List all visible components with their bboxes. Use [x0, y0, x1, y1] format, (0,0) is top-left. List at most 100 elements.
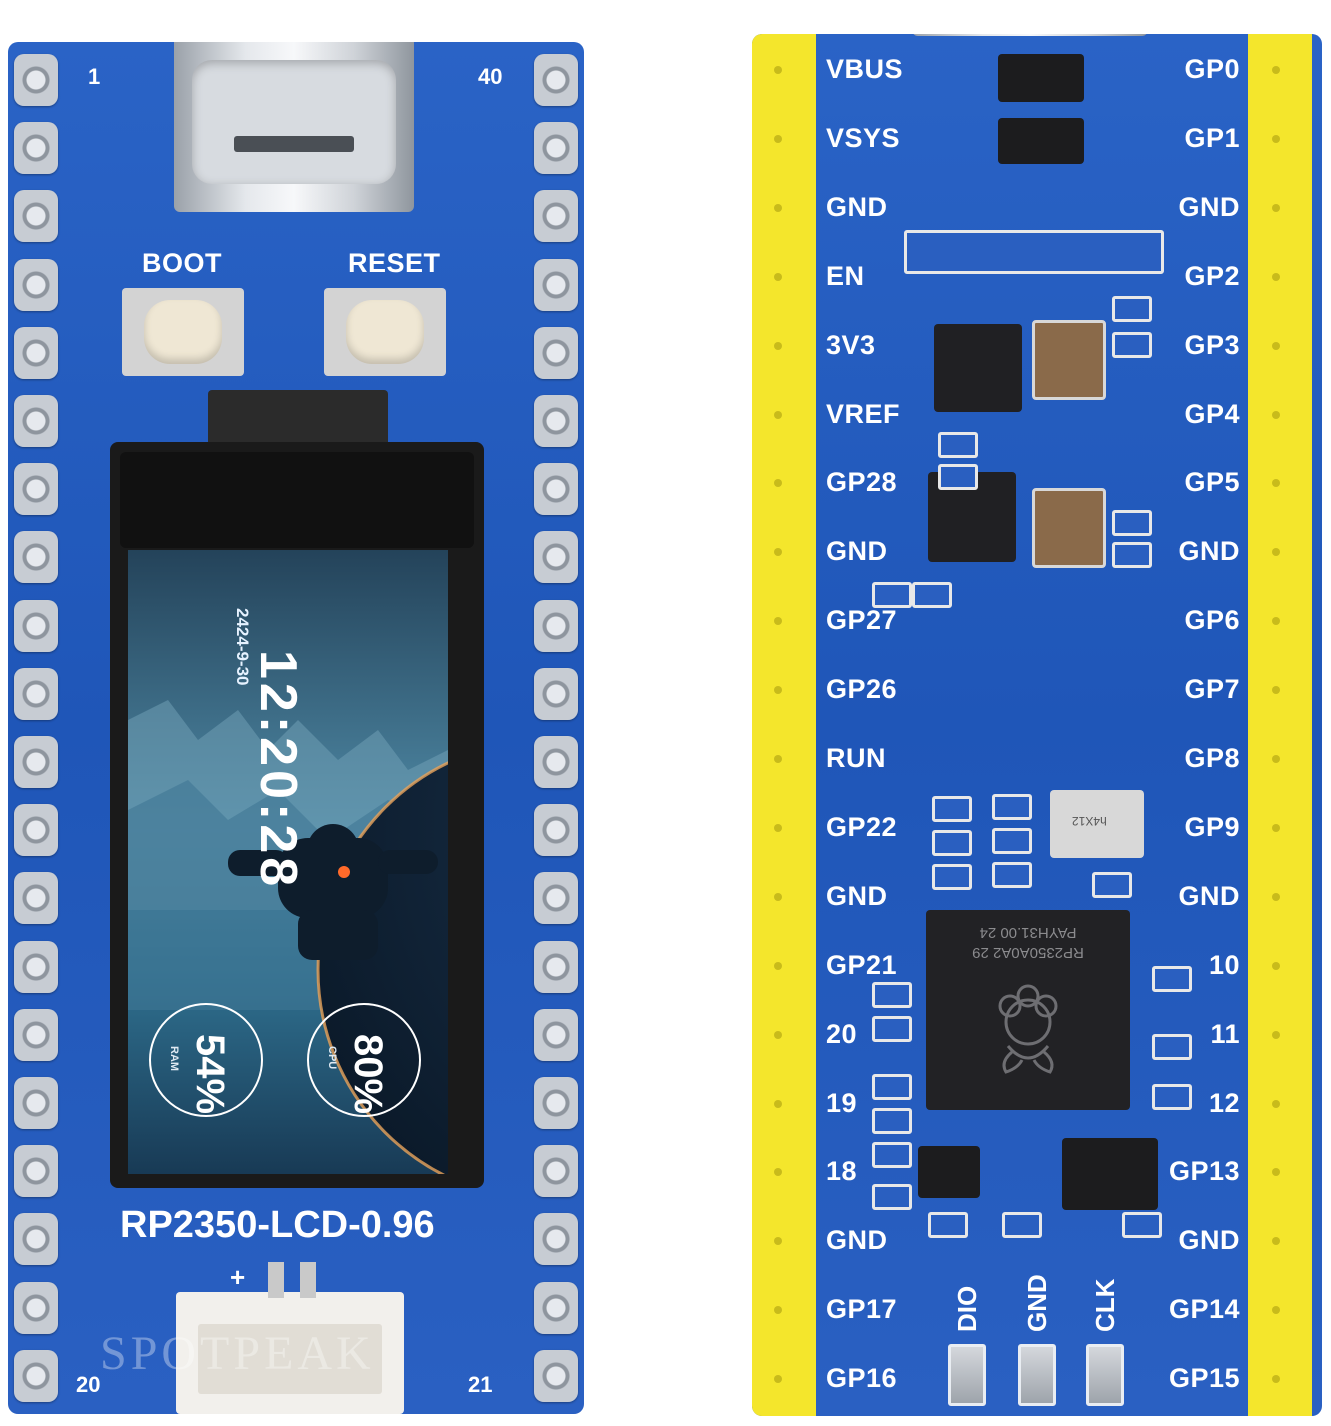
- header-pin: [1272, 272, 1280, 281]
- header-pin: [1272, 203, 1280, 212]
- pin-label-left: GP28: [826, 467, 898, 498]
- boot-button-label: BOOT: [142, 248, 222, 278]
- header-pin: [1272, 66, 1280, 74]
- castellated-pad: [534, 872, 578, 925]
- smd-component: [938, 464, 978, 490]
- header-pin: [774, 755, 782, 763]
- pin-label-right: GND: [1178, 1225, 1240, 1256]
- pin-label-left: GP16: [826, 1363, 898, 1394]
- header-pin: [1272, 892, 1280, 901]
- header-pin: [774, 548, 782, 557]
- lcd-screen: 12:20:28 2424-9-30 54% RAM 80% CPU: [128, 550, 448, 1174]
- raspberry-pi-logo: [998, 984, 1058, 1074]
- pin-label-left: GP22: [826, 811, 898, 842]
- pin-label-right: GP1: [1184, 122, 1240, 153]
- smd-component: [1152, 1084, 1192, 1110]
- smd-component: [1092, 872, 1132, 898]
- castellated-pad: [534, 1281, 578, 1334]
- pin-label-left: GND: [826, 1225, 888, 1256]
- header-pin: [774, 272, 782, 281]
- debug-pad-clk: [1086, 1344, 1124, 1406]
- pin-label-left: RUN: [826, 743, 886, 773]
- pin-label-right: GND: [1178, 191, 1240, 222]
- castellated-pad: [14, 190, 58, 243]
- castellated-pad: [534, 599, 578, 652]
- pin-label-right: GP7: [1184, 674, 1240, 705]
- usb-c-connector-back: [912, 34, 1148, 36]
- ram-percent: 54%: [188, 1034, 232, 1115]
- header-pin: [774, 203, 782, 212]
- smd-component: [1112, 542, 1152, 568]
- header-pin: [1272, 1030, 1280, 1039]
- castellated-pad: [534, 667, 578, 720]
- pin-label-right: GP6: [1184, 605, 1240, 636]
- castellated-pad: [14, 258, 58, 311]
- cpu-percent: 80%: [346, 1034, 390, 1115]
- header-pin: [1272, 410, 1280, 419]
- castellated-pad: [14, 667, 58, 720]
- castellated-pad: [14, 122, 58, 175]
- header-pin: [774, 1237, 782, 1246]
- castellated-pad: [534, 395, 578, 447]
- castellated-pad: [534, 122, 578, 175]
- header-pin: [774, 1306, 782, 1315]
- header-pin: [1272, 686, 1280, 695]
- castellated-pad: [14, 531, 58, 584]
- reset-button-label: RESET: [348, 248, 441, 278]
- rp2350-mcu-chip: RP2350A0A2 29 PAYH31.00 24: [926, 910, 1130, 1110]
- header-pin: [1272, 755, 1280, 763]
- header-pin: [774, 1099, 782, 1108]
- castellated-pad: [14, 463, 58, 516]
- castellated-pad: [14, 1077, 58, 1129]
- castellated-pad: [534, 54, 578, 106]
- smd-component: [1112, 296, 1152, 322]
- smd-component: [932, 796, 972, 822]
- castellated-pad: [534, 1008, 578, 1061]
- castellated-pad: [534, 463, 578, 516]
- castellated-pad: [534, 1213, 578, 1266]
- castellated-pad: [534, 804, 578, 857]
- pin-label-left: 20: [826, 1018, 858, 1049]
- smd-component: [872, 1142, 912, 1168]
- header-pin: [774, 1375, 782, 1384]
- pin-label-left: GP21: [826, 949, 898, 980]
- flash-chip: [1062, 1138, 1158, 1210]
- header-pin: [774, 961, 782, 970]
- debug-pad-dio: [948, 1344, 986, 1406]
- castellated-pad: [14, 1349, 58, 1402]
- pin-label-left: 19: [826, 1087, 858, 1118]
- castellated-pad: [14, 1281, 58, 1334]
- header-pin: [1272, 1237, 1280, 1246]
- castellated-pad: [14, 599, 58, 652]
- boot-button[interactable]: [122, 288, 244, 376]
- castellated-pad: [14, 1008, 58, 1061]
- crystal-marking: h4X12: [1072, 814, 1107, 828]
- header-pin: [774, 479, 782, 488]
- screen-wallpaper: [128, 550, 448, 1174]
- header-pin: [774, 1168, 782, 1177]
- castellated-pad: [534, 190, 578, 243]
- pin-label-left: GND: [826, 880, 888, 911]
- power-ic-1: [934, 324, 1022, 412]
- cpu-label: CPU: [326, 1046, 338, 1070]
- pin-label-left: GP26: [826, 674, 898, 705]
- reset-button[interactable]: [324, 288, 446, 376]
- debug-pad-label: DIO: [952, 1285, 982, 1332]
- pin-label-right: GP3: [1184, 329, 1240, 360]
- castellated-pad: [14, 804, 58, 857]
- cpu-gauge-ring: [307, 1003, 421, 1117]
- pin-label-right: GP13: [1168, 1156, 1240, 1187]
- castellated-pad: [534, 1077, 578, 1129]
- smd-component: [1152, 1034, 1192, 1060]
- header-pin: [774, 892, 782, 901]
- smd-component: [992, 862, 1032, 888]
- pin-label-right: GND: [1178, 536, 1240, 567]
- smd-component: [992, 794, 1032, 820]
- astronaut-light: [338, 866, 350, 878]
- connector-polarity-plus: +: [230, 1262, 246, 1292]
- capacitor-row: [904, 230, 1164, 274]
- smd-component: [932, 830, 972, 856]
- castellated-pad: [534, 1349, 578, 1402]
- watermark: SPOTPEAK: [100, 1327, 375, 1380]
- usb-c-connector: [174, 42, 414, 212]
